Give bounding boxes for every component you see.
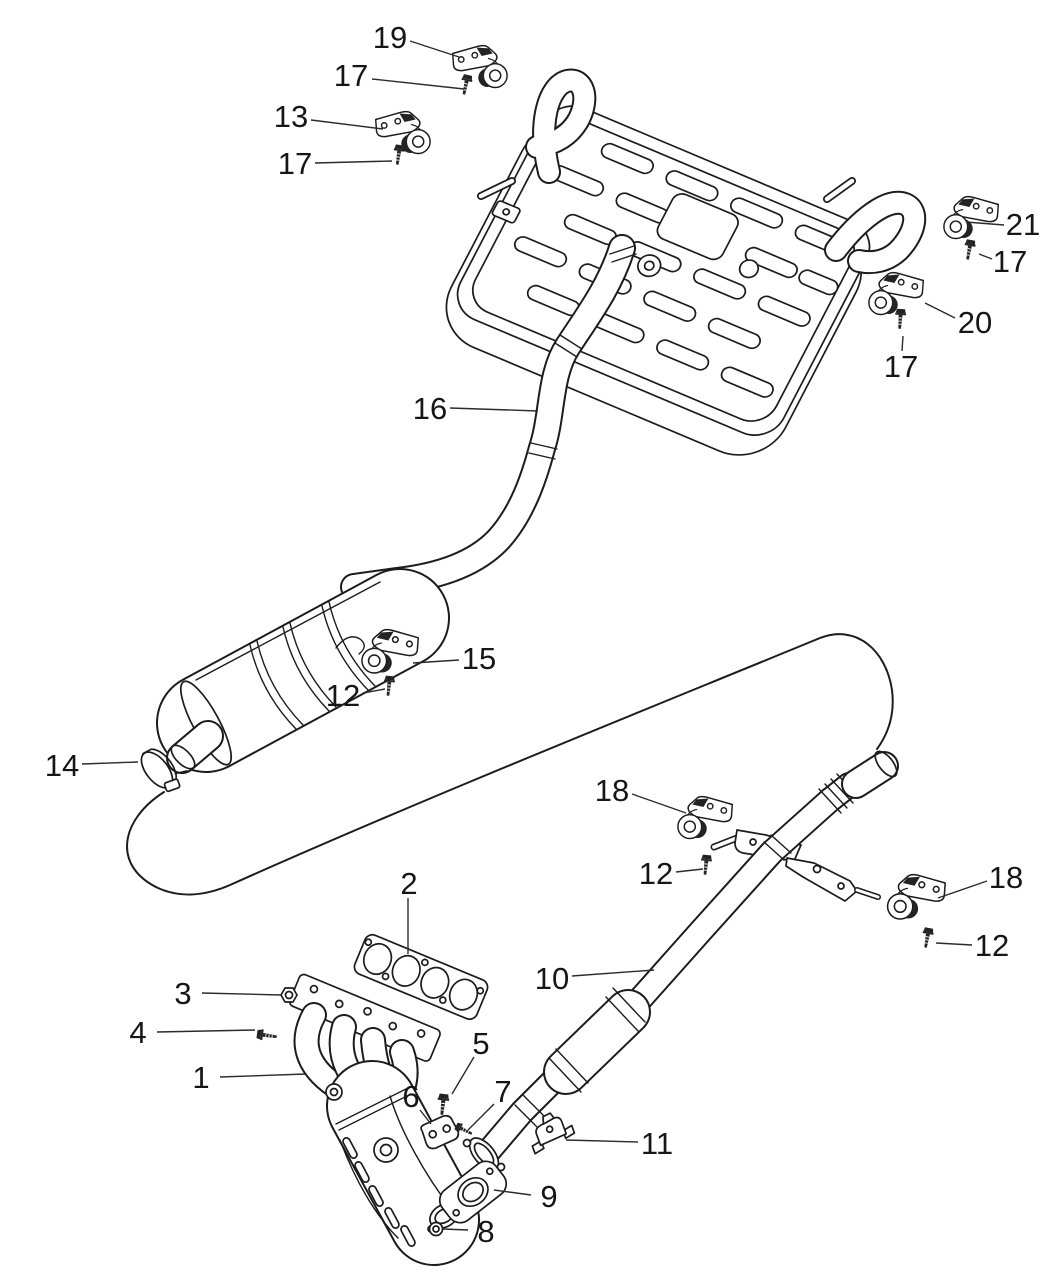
nut-8 bbox=[428, 1221, 444, 1237]
callout-leader-20-6 bbox=[924, 302, 956, 319]
callout-label-15-9: 15 bbox=[462, 641, 496, 676]
shield-vent-slots bbox=[342, 1137, 416, 1247]
muffler-outlet-stub bbox=[166, 720, 224, 774]
nut-3 bbox=[280, 987, 298, 1003]
callout-label-19-0: 19 bbox=[373, 20, 407, 55]
callout-leader-12-10 bbox=[362, 688, 386, 694]
callout-label-12-15: 12 bbox=[975, 928, 1009, 963]
exhaust-clamp-14 bbox=[140, 748, 188, 793]
exhaust-pipe-16 bbox=[340, 234, 637, 601]
callout-label-7-23: 7 bbox=[494, 1074, 511, 1109]
exhaust-hanger-20 bbox=[868, 271, 925, 316]
coupling-ribs bbox=[818, 773, 860, 814]
muffler-ribs bbox=[249, 601, 376, 730]
callout-leader-16-8 bbox=[449, 407, 539, 412]
rear-muffler-heat-shield bbox=[445, 105, 871, 456]
exhaust-hanger-18-a bbox=[677, 795, 734, 840]
screw-17-b bbox=[391, 143, 406, 166]
callout-label-17-1: 17 bbox=[334, 58, 368, 93]
callout-label-18-14: 18 bbox=[989, 860, 1023, 895]
callout-leader-10-16 bbox=[571, 969, 655, 977]
rear-muffler-assembly bbox=[445, 68, 927, 456]
bolt-5 bbox=[435, 1092, 451, 1116]
callout-leader-5-21 bbox=[451, 1056, 475, 1095]
muffler-seam bbox=[195, 581, 381, 681]
callout-label-8-26: 8 bbox=[477, 1214, 494, 1249]
screw-12-c bbox=[919, 926, 935, 949]
callout-leader-6-22 bbox=[419, 1109, 432, 1125]
callout-leader-18-12 bbox=[631, 793, 687, 814]
callout-label-5-21: 5 bbox=[472, 1026, 489, 1061]
callout-leader-12-15 bbox=[935, 942, 973, 946]
callout-leader-7-23 bbox=[467, 1103, 495, 1131]
center-muffler bbox=[156, 568, 450, 774]
callout-label-17-7: 17 bbox=[884, 349, 918, 384]
manifold-gasket-2 bbox=[353, 933, 489, 1021]
callout-label-2-17: 2 bbox=[400, 866, 417, 901]
tailpipe-left bbox=[525, 68, 597, 184]
callout-label-10-16: 10 bbox=[535, 961, 569, 996]
pipe-band-rings bbox=[514, 834, 792, 1128]
pipe-joint-rings bbox=[528, 245, 637, 460]
screw-17-a bbox=[458, 73, 474, 96]
muffler-hanger-hook bbox=[335, 636, 365, 655]
callout-label-1-20: 1 bbox=[192, 1060, 209, 1095]
pipe-end-cylinder bbox=[841, 750, 899, 799]
callout-label-12-10: 12 bbox=[326, 678, 360, 713]
callout-leader-11-24 bbox=[565, 1139, 639, 1143]
shield-slots bbox=[513, 142, 848, 398]
callout-label-14-11: 14 bbox=[45, 748, 79, 783]
callout-label-17-5: 17 bbox=[993, 244, 1027, 279]
exhaust-hanger-18-b bbox=[886, 873, 946, 920]
callout-label-13-2: 13 bbox=[274, 99, 308, 134]
callout-leader-1-20 bbox=[219, 1073, 307, 1078]
callout-leader-17-7 bbox=[901, 335, 904, 352]
screw-12-b bbox=[699, 853, 713, 876]
callout-leader-17-5 bbox=[978, 253, 993, 260]
callout-leader-18-14 bbox=[937, 880, 988, 899]
callout-label-3-18: 3 bbox=[174, 976, 191, 1011]
bolt-4 bbox=[255, 1028, 278, 1043]
callout-leader-19-0 bbox=[409, 40, 460, 58]
callout-leader-4-19 bbox=[156, 1029, 256, 1033]
callout-label-9-25: 9 bbox=[540, 1179, 557, 1214]
flange-gasket-9 bbox=[438, 1160, 508, 1224]
callout-label-6-22: 6 bbox=[402, 1079, 419, 1114]
callout-label-20-6: 20 bbox=[958, 305, 992, 340]
callout-leader-15-9 bbox=[412, 659, 460, 664]
callout-leader-12-13 bbox=[675, 868, 704, 873]
shield-access-plate bbox=[656, 193, 739, 261]
exhaust-hanger-19 bbox=[451, 44, 508, 89]
callout-label-16-8: 16 bbox=[413, 391, 447, 426]
callout-leader-8-26 bbox=[442, 1228, 469, 1231]
callout-leader-13-2 bbox=[310, 119, 384, 130]
support-bracket-arm-lower bbox=[785, 857, 881, 902]
callout-leader-21-4 bbox=[965, 221, 1005, 226]
callout-label-21-4: 21 bbox=[1006, 207, 1040, 242]
tailpipe-right bbox=[824, 190, 927, 275]
rear-pipe-routing-curve bbox=[126, 633, 894, 896]
screw-17-d bbox=[893, 308, 907, 330]
callout-label-17-3: 17 bbox=[278, 146, 312, 181]
exhaust-hanger-21 bbox=[943, 195, 1000, 240]
callout-leader-14-11 bbox=[81, 761, 139, 765]
callout-label-4-19: 4 bbox=[129, 1015, 146, 1050]
screw-17-c bbox=[961, 238, 977, 261]
callout-label-18-12: 18 bbox=[595, 773, 629, 808]
pipe-support-bracket-11 bbox=[531, 1112, 576, 1155]
callout-leader-3-18 bbox=[201, 992, 282, 996]
callout-leader-9-25 bbox=[493, 1189, 532, 1196]
callout-label-11-24: 11 bbox=[641, 1126, 673, 1161]
callout-label-12-13: 12 bbox=[639, 856, 673, 891]
callout-leader-17-3 bbox=[314, 160, 393, 164]
callout-leader-17-1 bbox=[371, 78, 465, 90]
manifold-catalytic-converter-1 bbox=[288, 973, 480, 1266]
